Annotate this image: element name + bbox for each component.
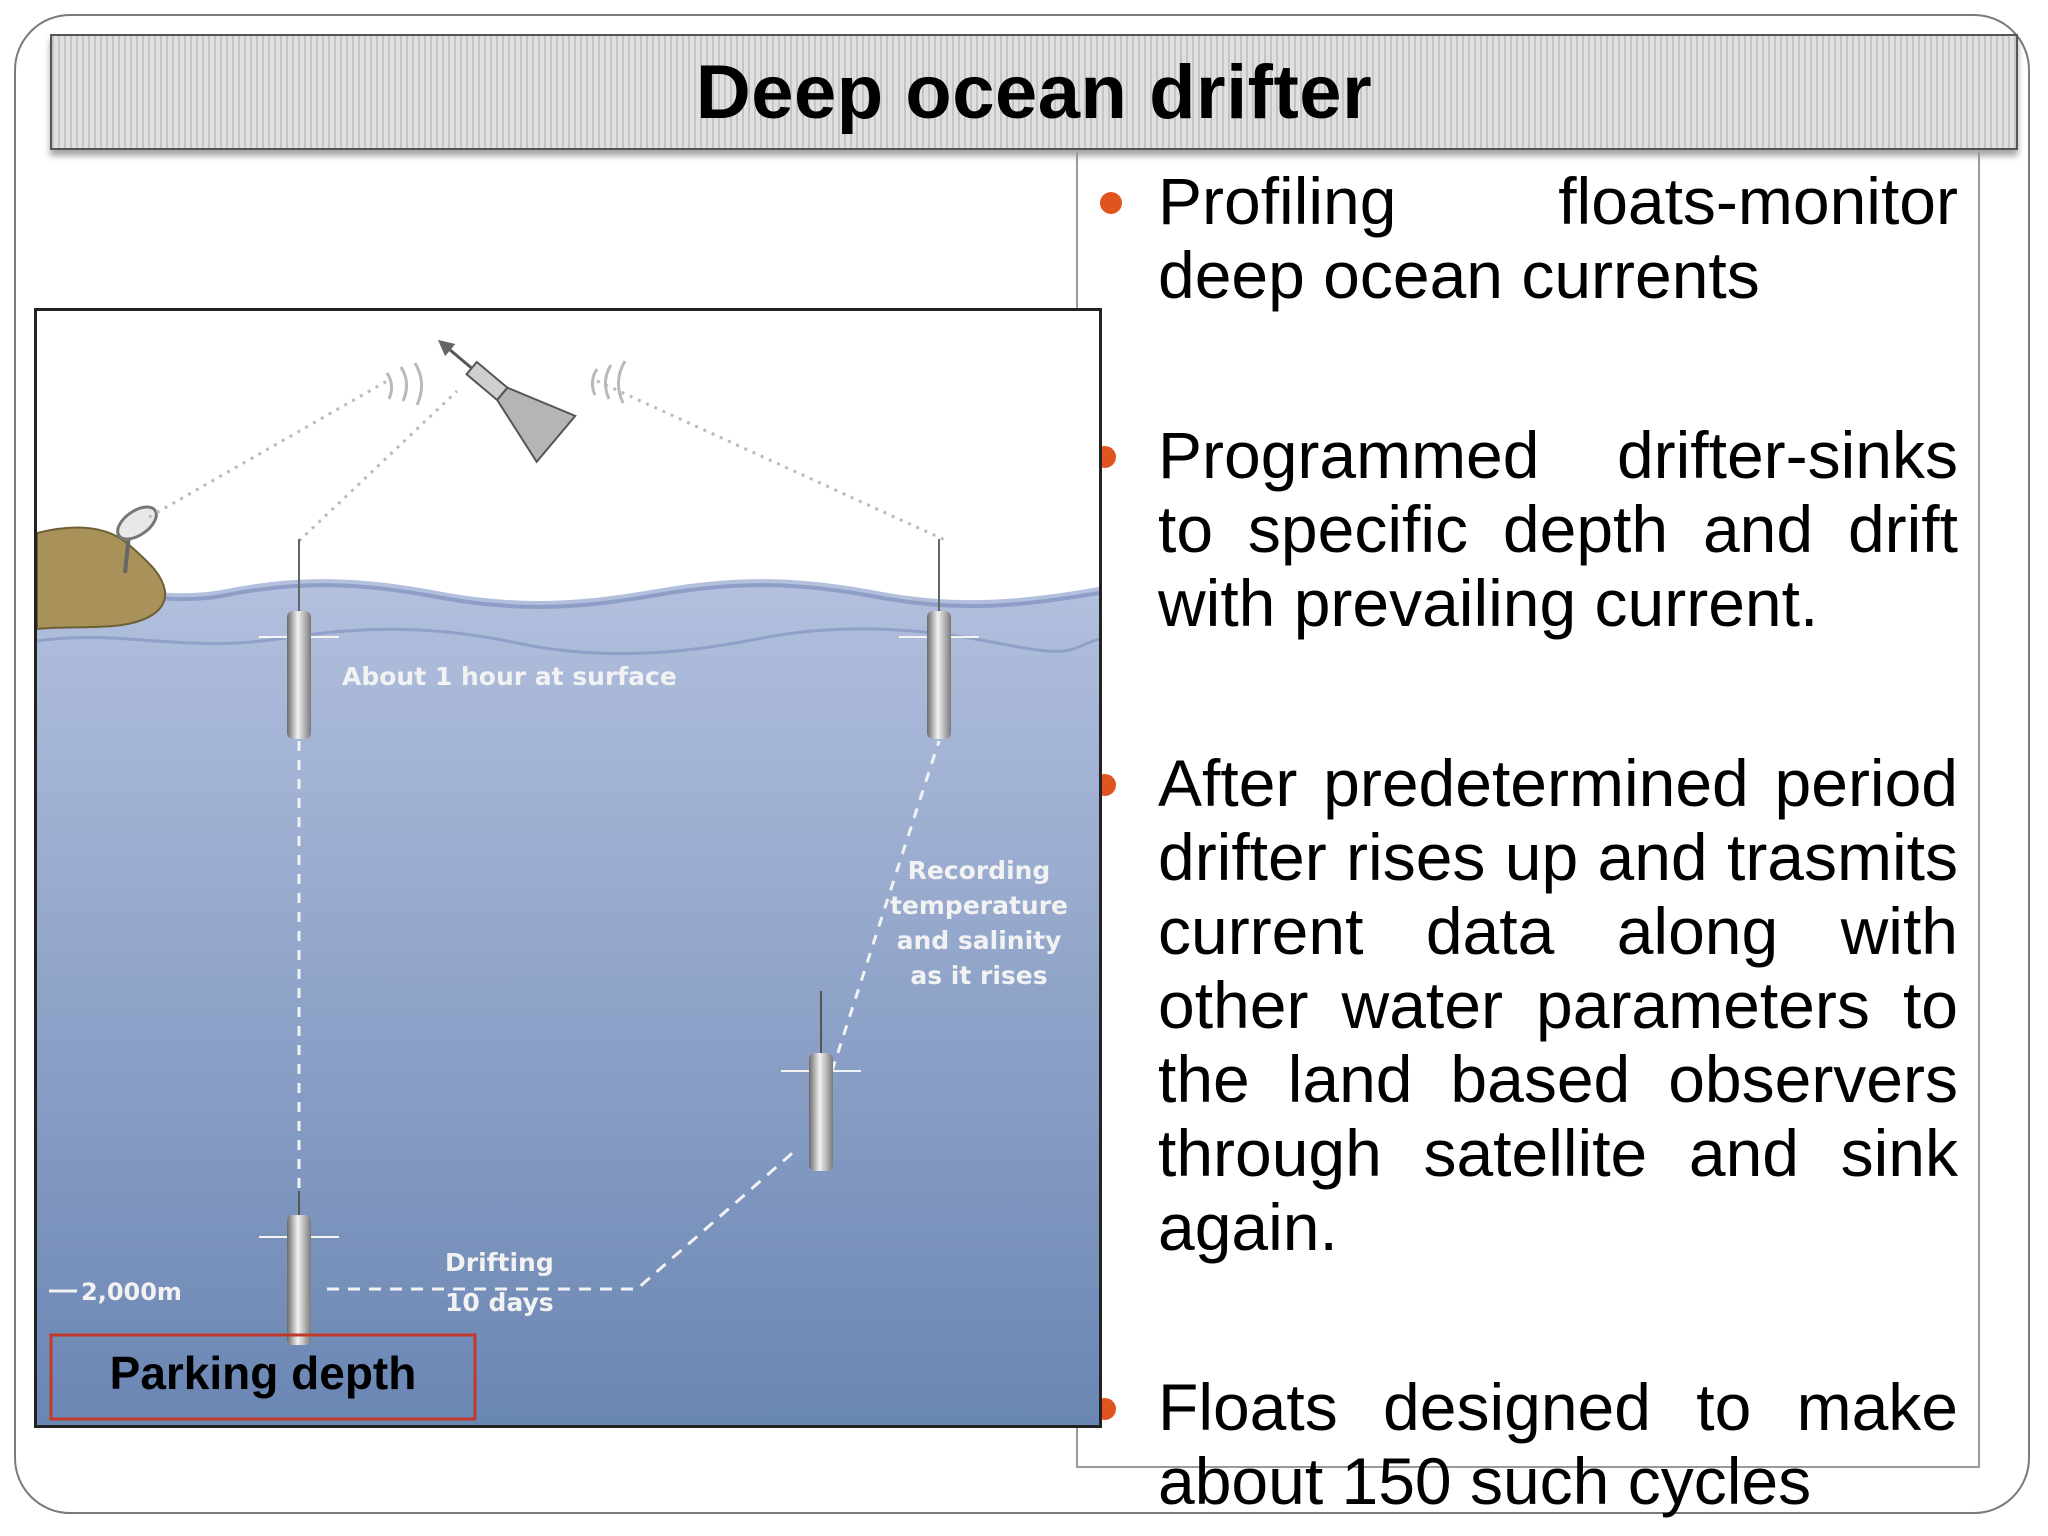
parking-depth-box (49, 1333, 477, 1421)
bullet-text: Floats designed to make about 150 such c… (1158, 1370, 1958, 1518)
drifting-label-line: Drifting (445, 1248, 554, 1277)
drifter-diagram-svg: About 1 hour at surface Recording temper… (37, 339, 1099, 1425)
recording-label-line: as it rises (910, 961, 1047, 990)
slide-title: Deep ocean drifter (695, 49, 1373, 135)
satellite-dish-icon (116, 505, 158, 574)
bullet-text: After predetermined period drifter rises… (1158, 746, 1958, 1264)
bullet-item: After predetermined period drifter rises… (1094, 746, 1958, 1264)
wave-line (37, 627, 1099, 656)
title-bar: Deep ocean drifter (50, 34, 2018, 150)
float-icon (259, 1191, 339, 1345)
float-icon (781, 991, 861, 1171)
float-icon (259, 539, 339, 739)
slide-frame (14, 14, 2030, 1514)
ocean-body (37, 579, 1099, 1425)
recording-label-line: temperature (890, 891, 1068, 920)
signal-path (297, 389, 459, 543)
bullet-text: Programmed drifter-sinks to specific dep… (1158, 418, 1958, 640)
bullet-item: Programmed drifter-sinks to specific dep… (1094, 418, 1958, 640)
bullet-dot-icon (1100, 192, 1122, 214)
ascent-path (830, 740, 941, 1072)
bullet-text: Profiling floats-monitor deep ocean curr… (1158, 164, 1958, 312)
signal-path (596, 379, 948, 543)
recording-label-line: Recording (908, 856, 1051, 885)
signal-path (148, 379, 388, 519)
satellite-icon (437, 339, 577, 464)
signal-waves (385, 360, 627, 406)
parking-depth-label: Parking depth (110, 1347, 417, 1399)
wave-line (37, 583, 1099, 609)
drifting-label-line: 10 days (445, 1288, 554, 1317)
recording-label-line: and salinity (897, 926, 1062, 955)
float-icon (899, 539, 979, 739)
bullet-list: Profiling floats-monitor deep ocean curr… (1094, 164, 1958, 1518)
depth-label: 2,000m (81, 1278, 182, 1306)
surface-label: About 1 hour at surface (342, 662, 677, 691)
drifter-diagram: About 1 hour at surface Recording temper… (34, 308, 1102, 1428)
bullet-item: Floats designed to make about 150 such c… (1094, 1370, 1958, 1518)
land-mass (37, 526, 167, 631)
bullet-item: Profiling floats-monitor deep ocean curr… (1098, 164, 1958, 312)
drift-path (327, 1147, 798, 1291)
